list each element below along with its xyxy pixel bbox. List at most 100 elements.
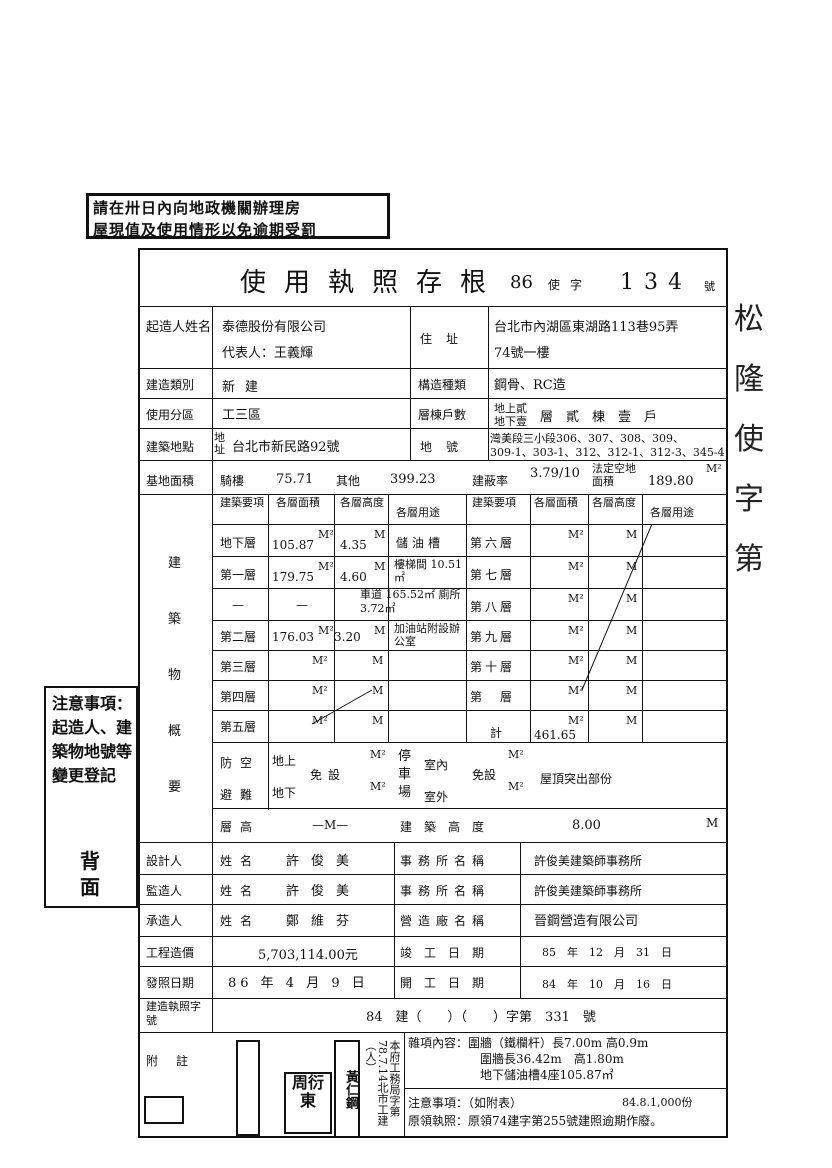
floor-area: 179.75	[272, 570, 314, 584]
row-line	[212, 556, 728, 557]
row-line	[138, 904, 728, 905]
site-addr-tag: 地址	[214, 431, 225, 456]
other-label: 其他	[336, 474, 361, 488]
row-line	[212, 808, 728, 809]
unit-m2: M²	[318, 560, 334, 573]
row-line	[138, 998, 728, 999]
strike-lines	[311, 523, 653, 725]
unit-m: M	[626, 624, 638, 637]
contractor-label: 承造人	[146, 914, 183, 928]
shelter-label-1: 防空	[220, 756, 261, 770]
floors-below: 地下壹	[494, 415, 527, 428]
col-line	[466, 494, 467, 742]
stamp-column	[236, 1040, 260, 1136]
col-area: 各層面積	[276, 496, 320, 509]
note-label: 附註	[146, 1054, 207, 1068]
unit-m: M	[374, 624, 386, 637]
completion-label: 竣工日期	[400, 946, 497, 960]
row-line	[138, 494, 728, 495]
designer-label: 設計人	[146, 854, 183, 868]
row-line	[212, 650, 728, 651]
floor-name: 第二層	[220, 630, 257, 644]
designer-office: 許俊美建築師事務所	[534, 854, 643, 868]
floor-name: —	[232, 598, 244, 612]
coverage-label: 建蔽率	[472, 474, 509, 488]
back-side-label: 背面	[80, 849, 100, 899]
col-use-right: 各層用途	[650, 506, 694, 519]
floor-area: 105.87	[272, 538, 314, 552]
row-line	[138, 842, 728, 843]
col-line	[394, 842, 395, 998]
floor-use: 樓梯間 10.51㎡	[394, 558, 462, 584]
print-info: 84.8.1,000份	[622, 1096, 693, 1109]
note-items-2: 圍牆長36.42m 高1.80m	[480, 1052, 624, 1066]
supervisor-name: 許俊美	[286, 884, 362, 899]
unit-m2: M²	[568, 624, 584, 637]
row-line	[138, 966, 728, 967]
floor-name: 第四層	[220, 690, 257, 704]
shelter-above: 地上	[272, 754, 297, 768]
contractor-office: 晉鋼營造有限公司	[534, 914, 639, 929]
designer-name-label: 姓名	[220, 854, 261, 868]
start-label: 開工日期	[400, 976, 497, 990]
permit-frame	[138, 248, 728, 1138]
unit-m: M	[626, 592, 638, 605]
unit-m2: M²	[370, 780, 386, 793]
col-line	[212, 306, 213, 1032]
storey-label: 層高	[220, 820, 261, 834]
row-line	[212, 620, 728, 621]
col-line	[388, 494, 389, 742]
unit-m: M	[626, 684, 638, 697]
col-height: 各層高度	[340, 496, 384, 509]
floor-name-right: 第 層	[470, 690, 516, 704]
coverage-value: 3.79/10	[530, 466, 580, 481]
row-line	[138, 398, 728, 399]
unit-m2: M²	[568, 714, 584, 727]
build-type-value: 新建	[222, 380, 269, 395]
side-note-text: 注意事項：起造人、建築物地號等變更登記	[52, 694, 133, 785]
note-items-3: 地下儲油槽4座105.87㎡	[480, 1068, 614, 1082]
builder-address-1: 台北市內湖區東湖路113巷95弄	[494, 320, 679, 335]
permit-number: 134	[620, 270, 692, 295]
row-line	[138, 936, 728, 937]
site-address: 台北市新民路92號	[232, 440, 340, 455]
parking-note: 免設	[472, 768, 497, 782]
parking-outdoor: 室外	[424, 790, 449, 804]
permit-label: 建造執照字號	[146, 1000, 201, 1027]
floor-name-right: 第六層	[470, 536, 516, 550]
unit-m: M	[374, 560, 386, 573]
floor-name-right: 第九層	[470, 630, 516, 644]
unit-m2: M²	[568, 528, 584, 541]
total-label: 計	[490, 726, 503, 740]
floor-height: 4.35	[340, 538, 367, 552]
designer-name: 許俊美	[286, 854, 362, 869]
supervisor-name-label: 姓名	[220, 884, 261, 898]
arcade-label: 騎樓	[220, 474, 245, 488]
floors-above: 地上貳	[494, 402, 527, 415]
unit-m2: M²	[508, 780, 524, 793]
area-unit: M²	[706, 462, 722, 475]
floor-area: 176.03	[272, 630, 314, 644]
supervisor-office-label: 事務所名稱	[400, 884, 491, 898]
unit-m2: M²	[568, 592, 584, 605]
col-height-right: 各層高度	[592, 496, 636, 509]
handwritten-note: 松隆使字第	[734, 302, 764, 577]
arcade-value: 75.71	[276, 472, 314, 487]
strike-line	[311, 689, 373, 725]
contractor-office-label: 營造廠名稱	[400, 914, 491, 928]
section-label: 建築物概要	[168, 556, 182, 795]
unit-m: M	[372, 684, 384, 697]
floor-name-right: 第八層	[470, 600, 516, 614]
floor-use: 加油站附設辦公室	[394, 622, 460, 648]
other-value: 399.23	[390, 472, 436, 487]
builder-label: 起造人姓名	[146, 320, 212, 335]
building-height-label: 建築高度	[400, 820, 497, 834]
floor-name: 第一層	[220, 568, 257, 582]
build-type-label: 建造類別	[146, 378, 195, 392]
zoning-value: 工三區	[222, 408, 262, 423]
builder-name: 泰德股份有限公司	[222, 320, 327, 335]
address-label: 住址	[420, 332, 473, 346]
row-line	[138, 460, 728, 461]
floors-rest: 層 貳 棟 壹 戶	[540, 410, 658, 425]
legal-space-value: 189.80	[648, 474, 694, 489]
